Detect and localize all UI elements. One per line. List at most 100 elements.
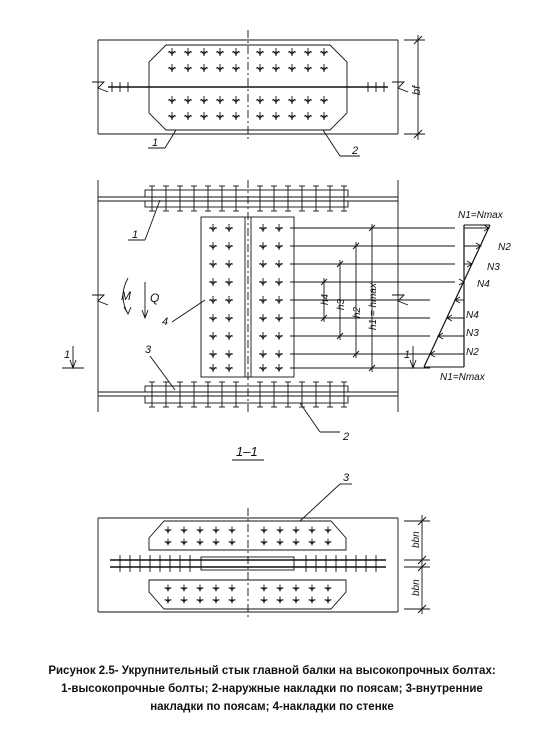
bolt-symbol (191, 185, 197, 212)
bolt-symbol (232, 64, 240, 72)
bolt-symbol (232, 112, 240, 120)
bolt-symbol (292, 538, 300, 546)
bolt-symbol (260, 526, 268, 534)
web-splice-plate (200, 216, 295, 378)
bolt-symbol (260, 538, 268, 546)
callout-1-mid: 1 (132, 229, 138, 241)
force-label-top: N1=Nmax (458, 210, 504, 221)
bolt-symbol (228, 596, 236, 604)
bolt-symbol (209, 224, 217, 232)
bolt-symbol (271, 185, 277, 212)
bolt-symbol (275, 296, 283, 304)
bolt-symbol (259, 314, 267, 322)
bolt-symbol (299, 185, 305, 212)
force-n4-top: N4 (477, 279, 490, 290)
bolt-symbol (180, 538, 188, 546)
web-plate-section (200, 556, 295, 571)
callout-3-mid: 3 (145, 344, 152, 356)
bolt-symbol (324, 584, 332, 592)
bolt-symbol (324, 596, 332, 604)
bolt-symbol (164, 538, 172, 546)
shear-label: Q (150, 291, 159, 305)
bolt-symbol (275, 260, 283, 268)
bolt-symbol (260, 596, 268, 604)
bolt-symbol (164, 596, 172, 604)
h-dimensions (320, 224, 376, 372)
bolt-symbol (233, 185, 239, 212)
bolt-symbol (209, 332, 217, 340)
bolt-symbol (275, 224, 283, 232)
caption-line-2: 1-высокопрочные болты; 2-наружные наклад… (61, 683, 483, 695)
bolt-symbol (275, 350, 283, 358)
bolt-symbol (259, 224, 267, 232)
bolt-symbol (168, 96, 176, 104)
force-n4-bottom: N4 (466, 310, 479, 321)
bolt-symbol (276, 538, 284, 546)
bolt-symbol (209, 296, 217, 304)
bolt-symbol (180, 526, 188, 534)
bolt-symbol (259, 296, 267, 304)
flange-bolts-plan (111, 48, 385, 120)
bolt-symbol (292, 584, 300, 592)
bolt-symbol (184, 64, 192, 72)
callout-4-mid: 4 (162, 316, 168, 328)
outer-plate-section-bottom (148, 579, 347, 610)
bolt-symbol (212, 584, 220, 592)
bolt-symbol (288, 64, 296, 72)
bolt-symbol (205, 381, 211, 408)
bolt-symbol (257, 185, 263, 212)
bolt-symbol (180, 596, 188, 604)
bolt-symbol (260, 584, 268, 592)
bolt-symbol (233, 381, 239, 408)
bolt-symbol (212, 538, 220, 546)
force-n2-bottom: N2 (466, 347, 479, 358)
bolt-symbol (225, 278, 233, 286)
bolt-symbol (209, 364, 217, 372)
bolt-symbol (225, 332, 233, 340)
bolt-symbol (304, 48, 312, 56)
bolt-symbol (272, 48, 280, 56)
bolt-symbol (320, 96, 328, 104)
h3-label: h3 (336, 298, 347, 310)
bolt-symbol (163, 185, 169, 212)
bolt-symbol (272, 96, 280, 104)
bolt-symbol (292, 596, 300, 604)
bolt-symbol (164, 526, 172, 534)
force-label-bottom: N1=Nmax (440, 372, 486, 383)
section-mark-left: 1 (64, 349, 70, 361)
bolt-symbol (196, 538, 204, 546)
bolt-symbol (256, 96, 264, 104)
inner-plate-bottom (144, 385, 349, 393)
bolt-symbol (304, 64, 312, 72)
bolt-symbol (168, 64, 176, 72)
bolt-symbol (304, 112, 312, 120)
bolt-symbol (196, 584, 204, 592)
bolt-symbol (272, 64, 280, 72)
bolt-symbol (209, 278, 217, 286)
bolt-symbol (177, 185, 183, 212)
bolt-symbol (308, 538, 316, 546)
bolt-symbol (219, 185, 225, 212)
callout-2-top: 2 (351, 145, 358, 157)
bolt-symbol (275, 242, 283, 250)
force-n2-top: N2 (498, 242, 511, 253)
bolt-symbol (275, 364, 283, 372)
bolt-symbol (285, 185, 291, 212)
bolt-symbol (184, 112, 192, 120)
inner-plate-top (144, 200, 349, 208)
bolt-symbol (288, 112, 296, 120)
bolt-symbol (225, 350, 233, 358)
dim-bbn-bottom: bbn (411, 579, 422, 596)
bolt-symbol (225, 260, 233, 268)
bolt-symbol (320, 112, 328, 120)
bolt-symbol (320, 48, 328, 56)
figure-caption: Рисунок 2.5- Укрупнительный стык главной… (0, 662, 544, 716)
bolt-symbol (259, 332, 267, 340)
bolt-symbol (341, 185, 347, 212)
bolt-symbol (308, 596, 316, 604)
bolt-symbol (327, 381, 333, 408)
bolt-symbol (324, 526, 332, 534)
h2-label: h2 (352, 306, 363, 318)
bolt-symbol (200, 64, 208, 72)
bolt-symbol (225, 314, 233, 322)
